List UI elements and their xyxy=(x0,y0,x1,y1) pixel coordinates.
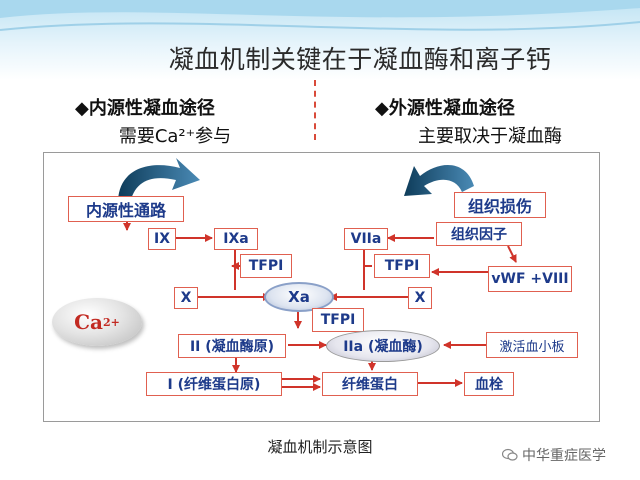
watermark-text: 中华重症医学 xyxy=(522,448,606,464)
intrinsic-description: 需要Ca²⁺参与 xyxy=(118,126,232,147)
arrow-tf-to-vwf xyxy=(507,245,517,263)
extrinsic-heading: ◆外源性凝血途径 xyxy=(375,98,515,119)
node-tfpi-3: TFPI xyxy=(312,308,364,332)
calcium-symbol: Ca xyxy=(74,310,103,334)
curved-arrow-right xyxy=(404,165,474,196)
extrinsic-section: ◆外源性凝血途径 主要取决于凝血酶 xyxy=(375,94,605,148)
slide-title: 凝血机制关键在于凝血酶和离子钙 xyxy=(168,45,552,74)
node-tfpi-1: TFPI xyxy=(240,254,292,278)
banner-wave-decoration xyxy=(0,0,640,31)
node-activated-platelet: 激活血小板 xyxy=(486,332,578,358)
node-tissue-factor: 组织因子 xyxy=(436,222,522,246)
node-thrombin: IIa (凝血酶) xyxy=(326,330,440,362)
node-factor-x-left: X xyxy=(174,287,198,309)
node-vwf-viii: vWF +VIII xyxy=(488,266,572,292)
extrinsic-description: 主要取决于凝血酶 xyxy=(418,126,562,147)
node-fibrinogen: I (纤维蛋白原) xyxy=(146,372,282,396)
node-factor-viia: VIIa xyxy=(344,228,388,250)
node-tfpi-2: TFPI xyxy=(374,254,430,278)
diagram-caption: 凝血机制示意图 xyxy=(267,438,373,456)
intrinsic-section: ◆内源性凝血途径 需要Ca²⁺参与 xyxy=(75,94,275,148)
node-factor-ix: IX xyxy=(148,228,176,250)
node-factor-x-right: X xyxy=(408,287,432,309)
calcium-charge: 2+ xyxy=(103,315,120,329)
section-divider xyxy=(314,80,316,140)
intrinsic-heading: ◆内源性凝血途径 xyxy=(75,98,215,119)
node-blood-clot: 血栓 xyxy=(464,372,514,396)
wechat-icon xyxy=(502,448,518,461)
curved-arrow-left xyxy=(118,158,200,204)
title-banner xyxy=(0,0,640,80)
node-factor-xa: Xa xyxy=(264,282,334,312)
node-fibrin: 纤维蛋白 xyxy=(322,372,418,396)
node-prothrombin: II (凝血酶原) xyxy=(178,334,286,358)
node-intrinsic-pathway: 内源性通路 xyxy=(68,196,184,222)
node-tissue-damage: 组织损伤 xyxy=(454,192,546,218)
watermark: 中华重症医学 xyxy=(502,445,606,465)
node-factor-ixa: IXa xyxy=(214,228,258,250)
